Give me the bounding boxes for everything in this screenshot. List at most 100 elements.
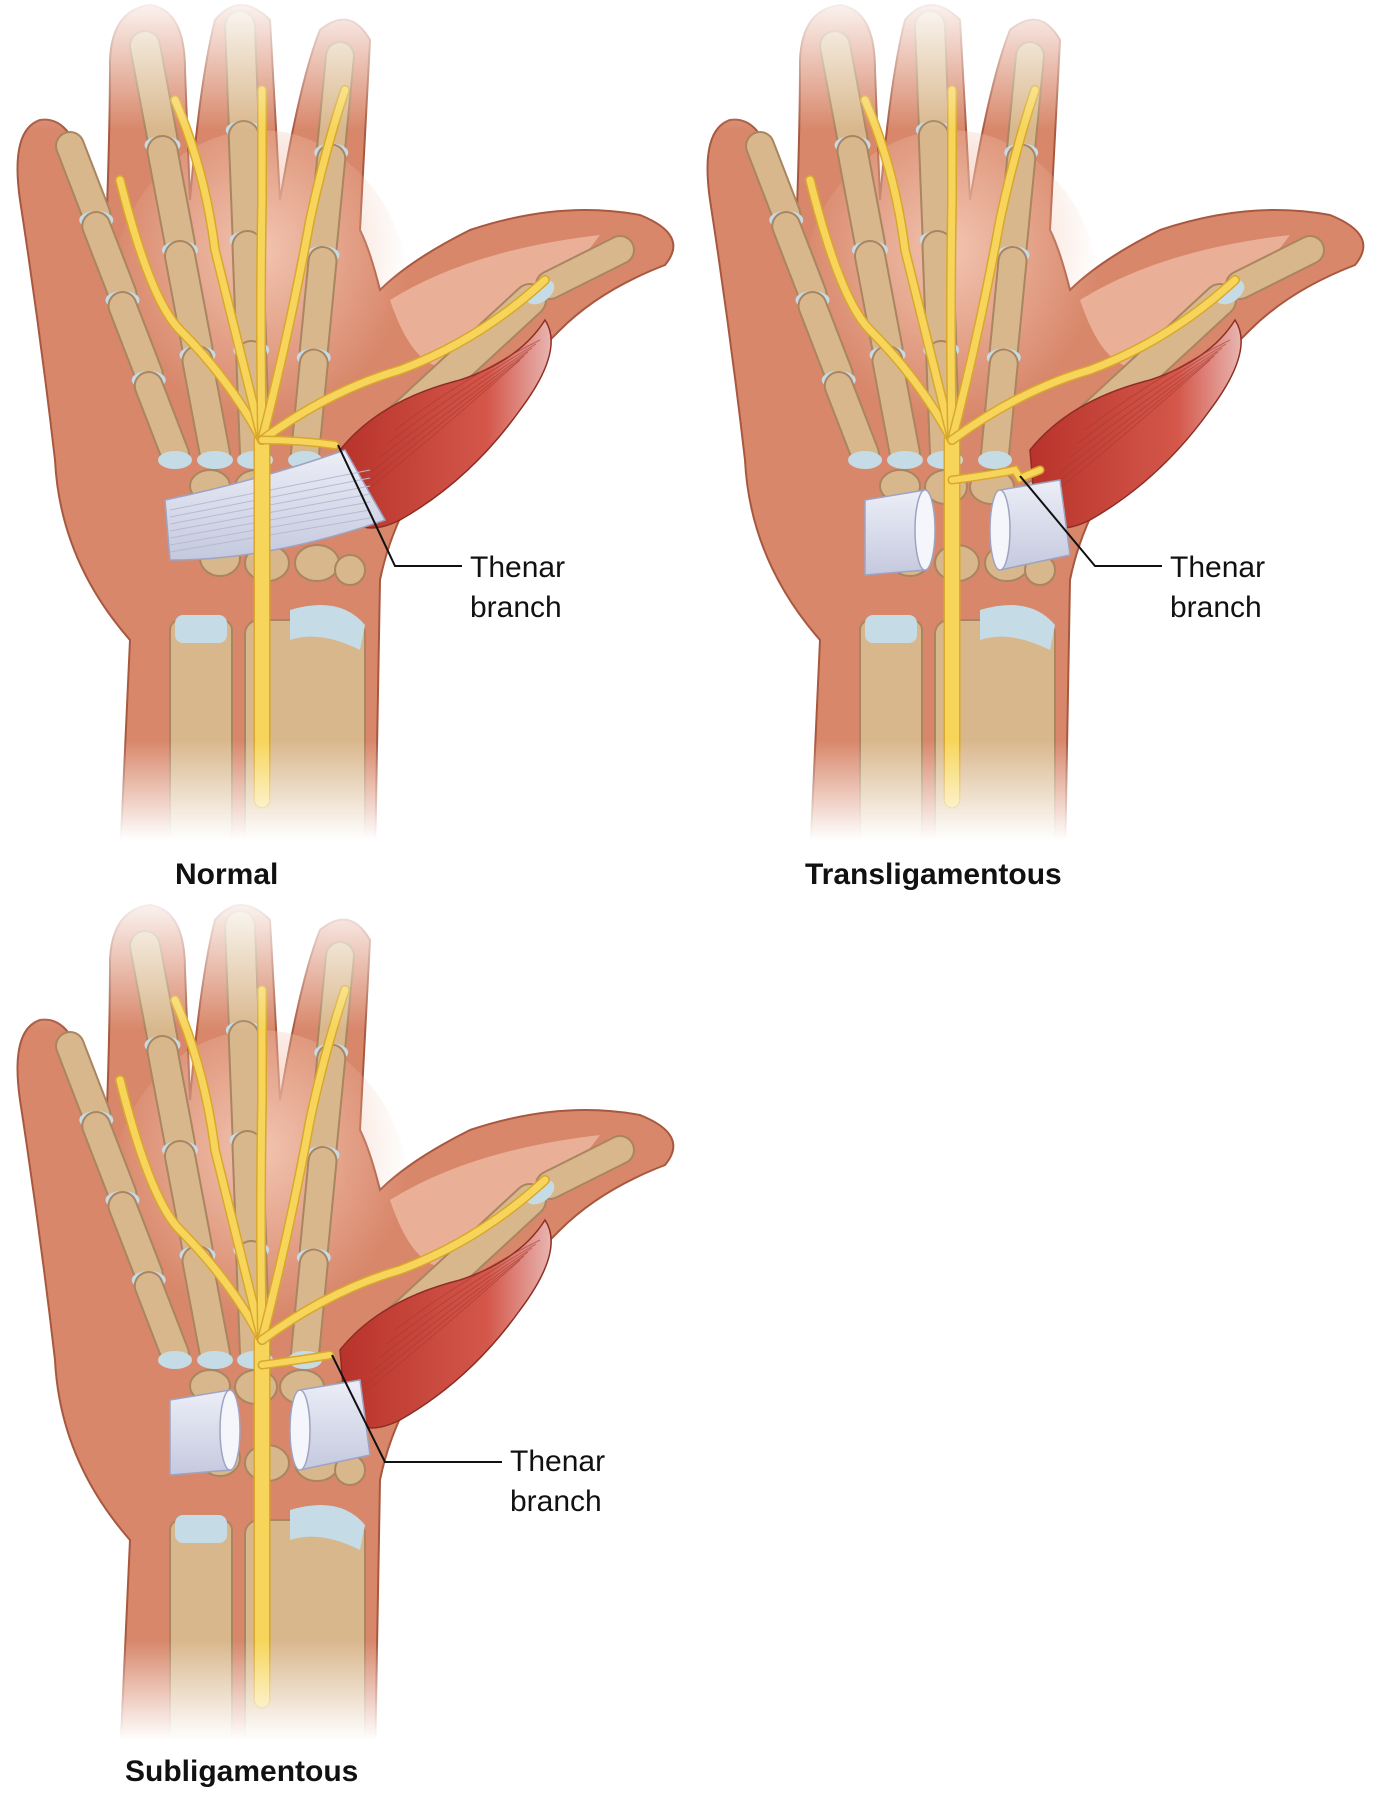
finger-bone xyxy=(233,232,266,358)
finger-bone xyxy=(83,213,136,307)
digital-nerve-branch xyxy=(258,986,349,1344)
digital-nerve-branch xyxy=(947,86,956,444)
hand-illustration-transligamentous xyxy=(690,0,1384,900)
finger-bone xyxy=(166,1142,212,1263)
muscle-fiber xyxy=(1068,347,1223,459)
finger-bone xyxy=(229,122,262,248)
bottom-fade xyxy=(690,740,1384,840)
ligament-cut-face xyxy=(914,489,936,571)
muscle-fiber xyxy=(362,355,525,487)
muscle-fiber xyxy=(370,1251,529,1373)
muscle-fiber xyxy=(1076,343,1227,445)
muscle-fiber xyxy=(1052,355,1215,487)
digital-nerve-branch xyxy=(861,96,956,444)
thumb-phalanx xyxy=(537,237,633,298)
thenar-branch-nerve xyxy=(259,437,338,448)
muscle-fiber xyxy=(362,1255,525,1387)
panel-transligamentous: Transligamentous Thenar branch xyxy=(690,0,1384,900)
muscle-fiber xyxy=(370,351,529,473)
caption-normal: Normal xyxy=(175,858,279,891)
bottom-blank xyxy=(690,840,1384,900)
joint-cartilage xyxy=(197,451,233,469)
thenar-branch-label-line1: Thenar xyxy=(510,1445,606,1478)
finger-bone xyxy=(309,1045,345,1162)
muscle-fiber xyxy=(1060,351,1219,473)
carpal-bone xyxy=(294,544,340,582)
ligament-cut-face xyxy=(289,1389,311,1471)
finger-bone xyxy=(183,1247,229,1368)
finger-bone xyxy=(919,122,952,248)
muscle-fiber xyxy=(1044,359,1211,501)
top-fade xyxy=(0,0,700,130)
thumb-phalanx xyxy=(1227,237,1323,298)
thenar-branch-label-transligamentous: Thenar branch xyxy=(1170,548,1265,628)
finger-bone xyxy=(166,242,212,363)
caption-subligamentous: Subligamentous xyxy=(125,1755,359,1788)
thenar-muscle xyxy=(339,318,552,529)
muscle-fiber xyxy=(386,343,537,445)
thenar-branch-leader-line xyxy=(331,1354,502,1463)
thumb-phalanx xyxy=(537,1137,633,1198)
finger-bone xyxy=(747,133,800,227)
digital-nerve-branch xyxy=(171,996,266,1344)
thenar-branch-label-line2: branch xyxy=(470,591,562,624)
hand-illustration-normal xyxy=(0,0,700,900)
radius-cartilage xyxy=(980,605,1055,650)
ulna-cartilage xyxy=(175,1515,227,1543)
ulna-cartilage xyxy=(865,615,917,643)
finger-bone xyxy=(773,213,826,307)
thenar-skin-highlight xyxy=(390,235,600,368)
joint-cartilage xyxy=(158,1351,192,1369)
joint-cartilage xyxy=(887,451,923,469)
thumb-digital-nerve xyxy=(258,1176,549,1344)
muscle-fiber xyxy=(394,1239,541,1331)
digital-nerve-branch xyxy=(806,176,956,444)
finger-bone xyxy=(309,145,345,262)
hand-group xyxy=(0,0,700,900)
thenar-branch-label-line1: Thenar xyxy=(470,551,566,584)
thenar-branch-label-line2: branch xyxy=(1170,591,1262,624)
joint-cartilage xyxy=(978,451,1012,469)
finger-bone xyxy=(57,1033,110,1127)
panel-subligamentous: Subligamentous Thenar branch xyxy=(0,890,700,1800)
digital-nerve-branch xyxy=(171,96,266,444)
muscle-fiber xyxy=(386,1243,537,1345)
finger-bone xyxy=(109,1193,162,1287)
muscle-fiber xyxy=(1084,339,1231,431)
muscle-fiber xyxy=(354,359,521,501)
finger-bone xyxy=(923,232,956,358)
finger-bone xyxy=(825,373,878,467)
thenar-branch-label-normal: Thenar branch xyxy=(470,548,565,628)
finger-bone xyxy=(233,1132,266,1258)
digital-nerve-branch xyxy=(257,986,266,1344)
finger-bone xyxy=(135,373,188,467)
muscle-fiber xyxy=(378,1247,533,1359)
radius-cartilage xyxy=(290,605,365,650)
top-fade xyxy=(0,890,700,1030)
thenar-branch-label-subligamentous: Thenar branch xyxy=(510,1442,605,1522)
thenar-skin-highlight xyxy=(390,1135,600,1268)
radius-cartilage xyxy=(290,1505,365,1550)
hand-group xyxy=(0,890,700,1800)
joint-cartilage xyxy=(197,1351,233,1369)
ligament-cut-face xyxy=(219,1389,241,1471)
muscle-fiber xyxy=(378,347,533,459)
finger-bone xyxy=(300,1148,336,1265)
finger-bone xyxy=(83,1113,136,1207)
finger-bone xyxy=(183,347,229,468)
bottom-fade xyxy=(0,740,700,840)
thenar-skin-highlight xyxy=(1080,235,1290,368)
finger-bone xyxy=(148,1037,194,1158)
hand-group xyxy=(690,0,1384,900)
top-fade xyxy=(690,0,1384,130)
finger-bone xyxy=(300,248,336,365)
ligament-cut-face xyxy=(989,489,1011,571)
thenar-muscle xyxy=(1029,318,1242,529)
bottom-fade xyxy=(0,1640,700,1740)
finger-bone xyxy=(229,1022,262,1148)
thenar-branch-nerve xyxy=(949,466,1043,483)
panel-normal: Normal Thenar branch xyxy=(0,0,700,900)
muscle-fiber xyxy=(354,1259,521,1401)
joint-cartilage xyxy=(848,451,882,469)
finger-bone xyxy=(990,248,1026,365)
